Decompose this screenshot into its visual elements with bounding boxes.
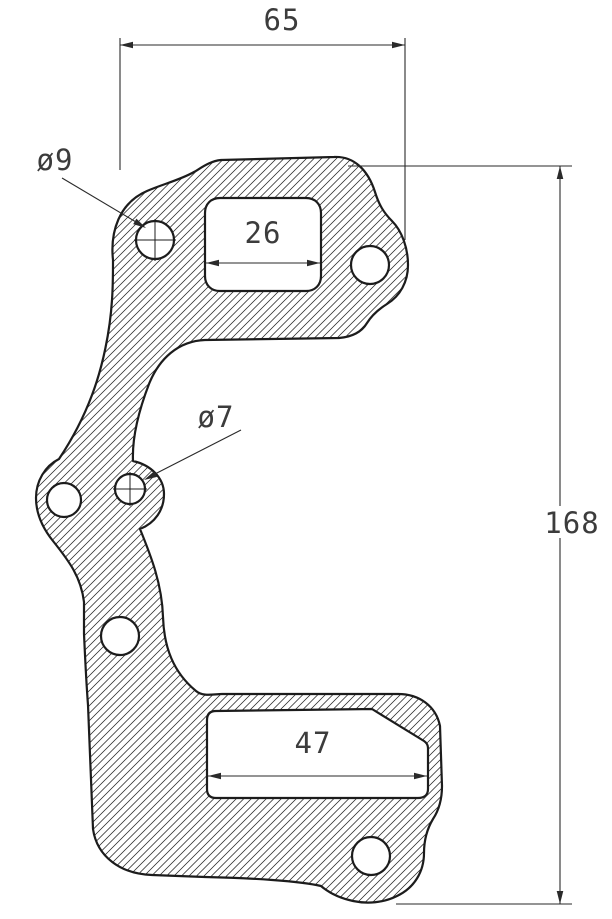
arrowhead xyxy=(133,218,146,228)
center-mark-hole-9 xyxy=(134,219,176,261)
arrowhead-right xyxy=(414,772,427,780)
dim-label-overall-height: 168 xyxy=(544,506,599,540)
arrowhead-left xyxy=(206,259,219,267)
dimension-extension-lines xyxy=(348,165,572,905)
dim-label-mask xyxy=(546,506,598,538)
dimension-top-width: 65 xyxy=(119,3,406,240)
leader-hole-diameter-7: ø7 xyxy=(144,400,242,480)
dimension-top-slot-width: 26 xyxy=(206,216,320,267)
dimension-overall-height: 168 xyxy=(348,165,599,905)
arrowhead-top xyxy=(556,166,564,179)
arrowhead-left xyxy=(120,41,133,49)
center-mark-hole-7 xyxy=(113,472,147,506)
arrowhead-right xyxy=(392,41,405,49)
arrowhead-left xyxy=(208,772,221,780)
dim-label-top-slot-width: 26 xyxy=(245,216,282,250)
leader-line xyxy=(61,177,137,223)
dimension-bottom-slot-width: 47 xyxy=(208,726,427,780)
leader-hole-diameter-9: ø9 xyxy=(37,143,146,228)
dim-label-bottom-slot-width: 47 xyxy=(295,726,332,760)
arrowhead xyxy=(144,471,158,480)
arrowhead-bottom xyxy=(556,891,564,904)
dimension-extension-lines xyxy=(119,38,406,240)
dim-label-hole-7: ø7 xyxy=(198,400,235,434)
arrowhead-right xyxy=(307,259,320,267)
dim-label-top-width: 65 xyxy=(264,3,301,37)
gasket-body xyxy=(34,155,444,904)
dim-label-hole-9: ø9 xyxy=(37,143,74,177)
leader-line xyxy=(152,429,242,476)
